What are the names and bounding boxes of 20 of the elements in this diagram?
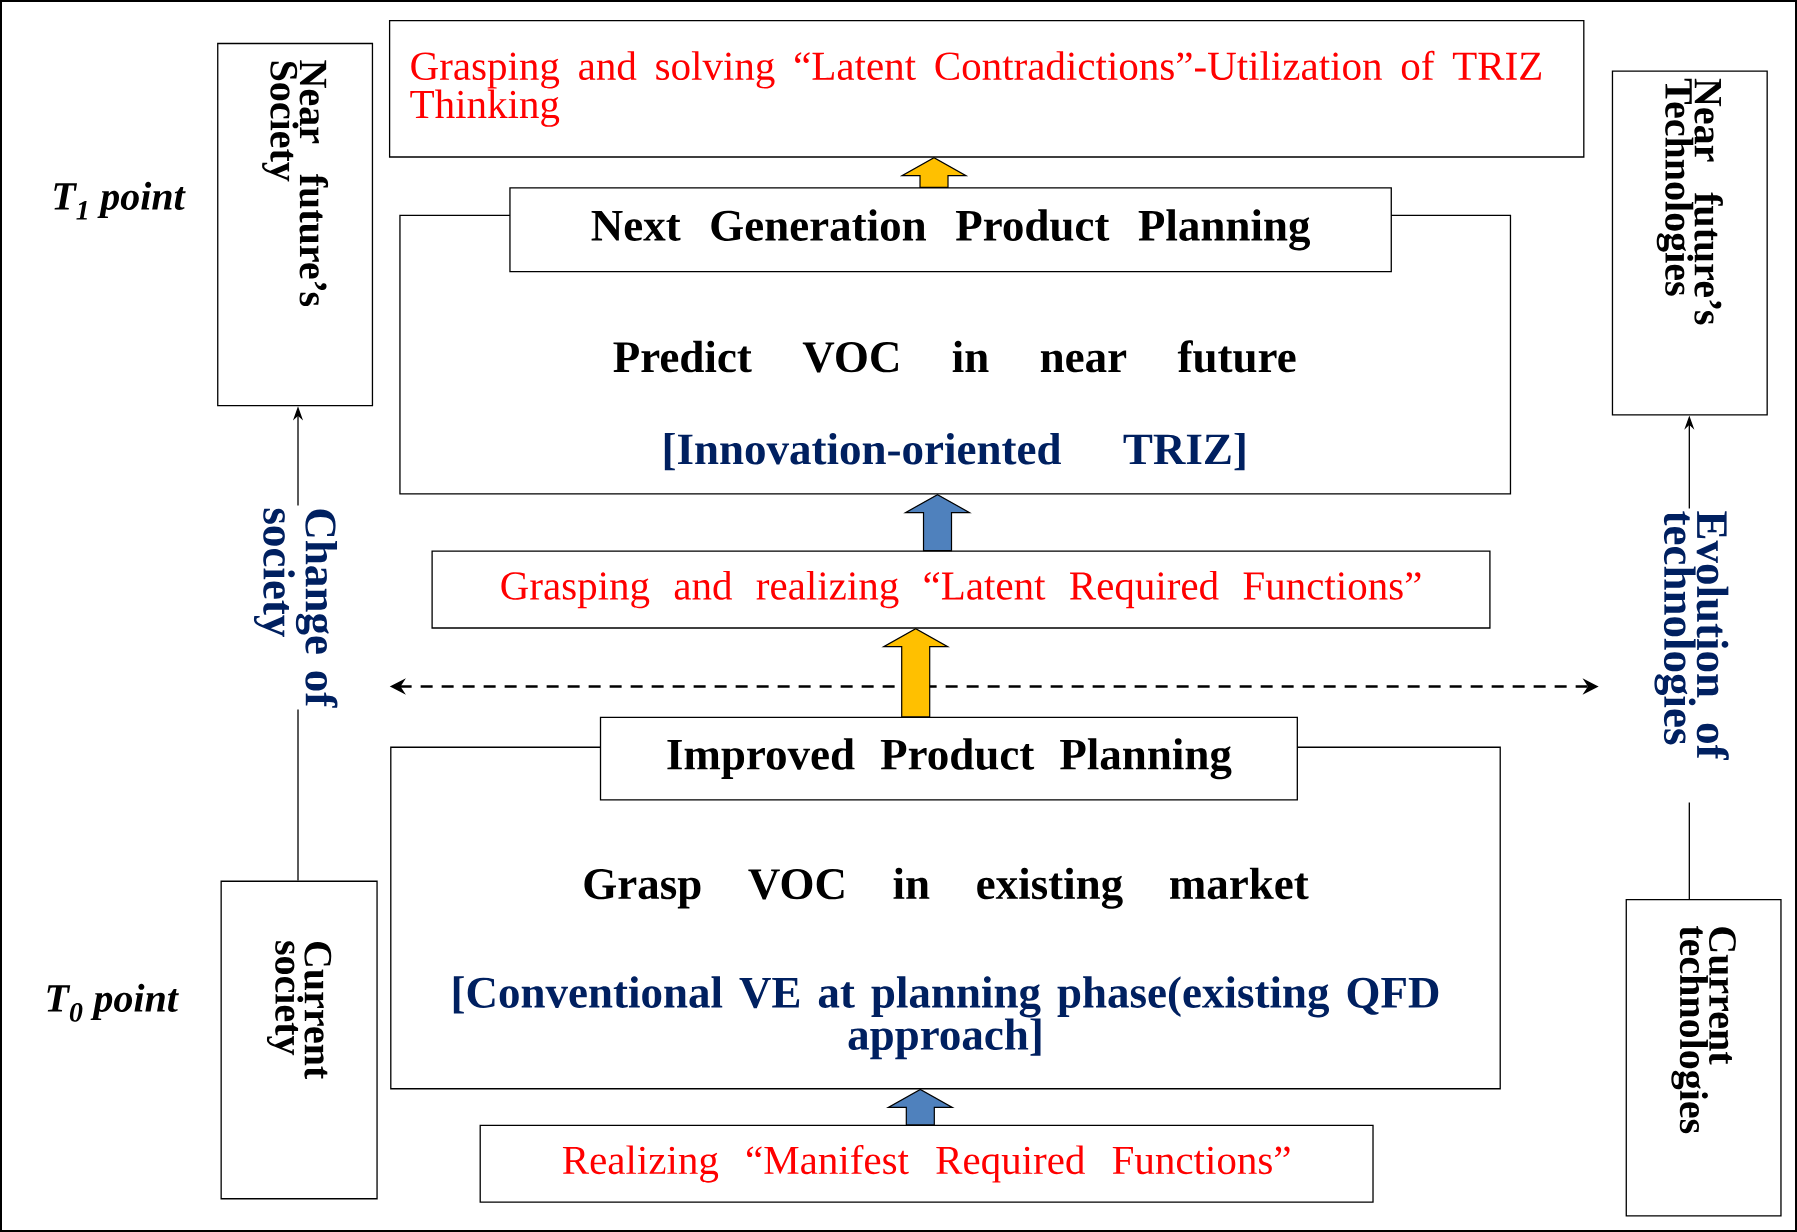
vertical-text-box: Near future’s Technologies [1611, 70, 1768, 416]
vertical-text-box: Current society [220, 880, 378, 1200]
method-text: [Conventional VE at planning phase(existing QFD approach] [453, 976, 1439, 1060]
text-box: Realizing “Manifest Required Functions” [479, 1124, 1374, 1203]
heading-box: Improved Product Planning [599, 716, 1298, 801]
edge-label: Change of society [251, 505, 340, 710]
box-title: Predict VOC in near future [613, 340, 1296, 373]
edge-label: Evolution of technologies [1652, 508, 1731, 803]
heading-box: Next Generation Product Planning [509, 187, 1392, 273]
block-arrow [899, 156, 969, 188]
method-text: [Innovation-oriented TRIZ] [664, 432, 1245, 471]
time-point-label: T$_{0}$ point [47, 983, 179, 1022]
vertical-text-box: Near future’s Society [217, 42, 374, 407]
block-arrow [886, 1088, 955, 1126]
text-box: Grasping and realizing “Latent Required Functions” [431, 550, 1491, 629]
block-arrow [881, 627, 950, 718]
block-arrow [903, 493, 972, 552]
box-title: Grasp VOC in existing market [584, 867, 1309, 909]
vertical-text-box: Current technologies [1625, 899, 1782, 1217]
text-box: Grasping and solving “Latent Contradictions”-Utilization of TRIZ Thinking [388, 19, 1585, 158]
